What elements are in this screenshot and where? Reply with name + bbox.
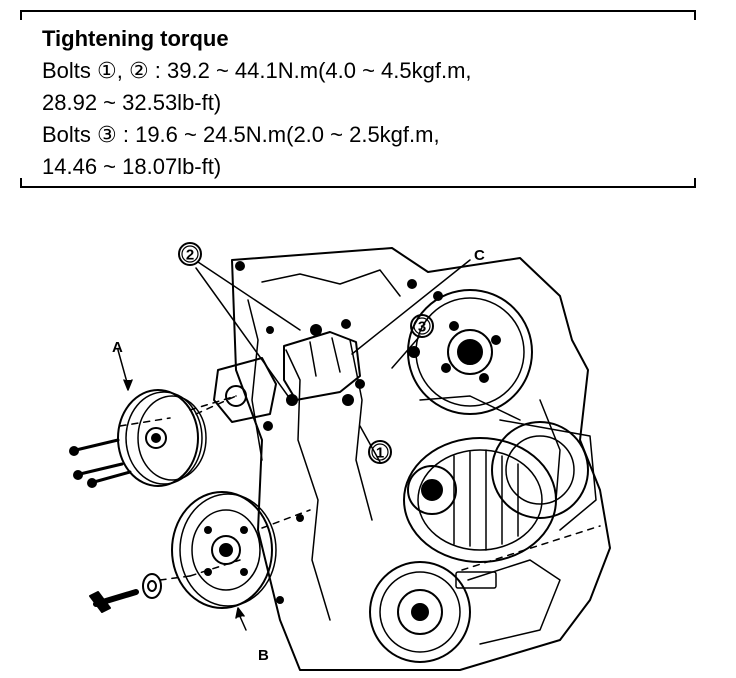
spec-line-bolts-3: Bolts ③ : 19.6 ~ 24.5N.m(2.0 ~ 2.5kgf.m, xyxy=(42,122,440,147)
callout-3: 3 xyxy=(410,314,434,338)
box-corner-tick xyxy=(20,178,22,188)
crankshaft-pulley-b xyxy=(171,491,277,609)
callout-3-number: 3 xyxy=(418,319,426,336)
alignment-lines xyxy=(119,395,601,581)
label-b: B xyxy=(258,647,269,664)
spec-line-bolts-3-lbft: 14.46 ~ 18.07lb-ft) xyxy=(42,154,222,179)
water-pump xyxy=(213,357,277,423)
box-corner-tick xyxy=(20,10,22,20)
spec-title: Tightening torque xyxy=(42,26,229,51)
lower-right-pulley xyxy=(369,559,561,663)
label-c: C xyxy=(474,247,485,264)
alternator xyxy=(403,437,557,563)
box-top-rule xyxy=(20,10,696,12)
box-corner-tick xyxy=(694,10,696,20)
box-corner-tick xyxy=(694,178,696,188)
callout-1: 1 xyxy=(368,440,392,464)
engine-front-diagram: 2 3 1 A B C xyxy=(69,242,611,671)
cover-bolts xyxy=(235,261,443,604)
callout-2-number: 2 xyxy=(186,247,194,264)
box-bottom-rule xyxy=(20,186,696,188)
spec-line-bolts-1-2: Bolts ①, ② : 39.2 ~ 44.1N.m(4.0 ~ 4.5kgf… xyxy=(42,58,472,83)
bracket-c xyxy=(283,331,361,401)
pulley-a-bolts xyxy=(69,438,132,488)
pulley-a xyxy=(117,389,207,487)
callout-2: 2 xyxy=(178,242,202,266)
right-cover xyxy=(491,419,597,531)
tightening-torque-box: Tightening torque Bolts ①, ② : 39.2 ~ 44… xyxy=(20,10,696,188)
callout-1-number: 1 xyxy=(376,445,384,462)
timing-cover xyxy=(231,247,611,671)
crank-bolt-washer xyxy=(89,573,162,613)
spec-line-bolts-1-2-lbft: 28.92 ~ 32.53lb-ft) xyxy=(42,90,222,115)
label-a: A xyxy=(112,339,123,356)
leader-lines xyxy=(117,259,471,631)
